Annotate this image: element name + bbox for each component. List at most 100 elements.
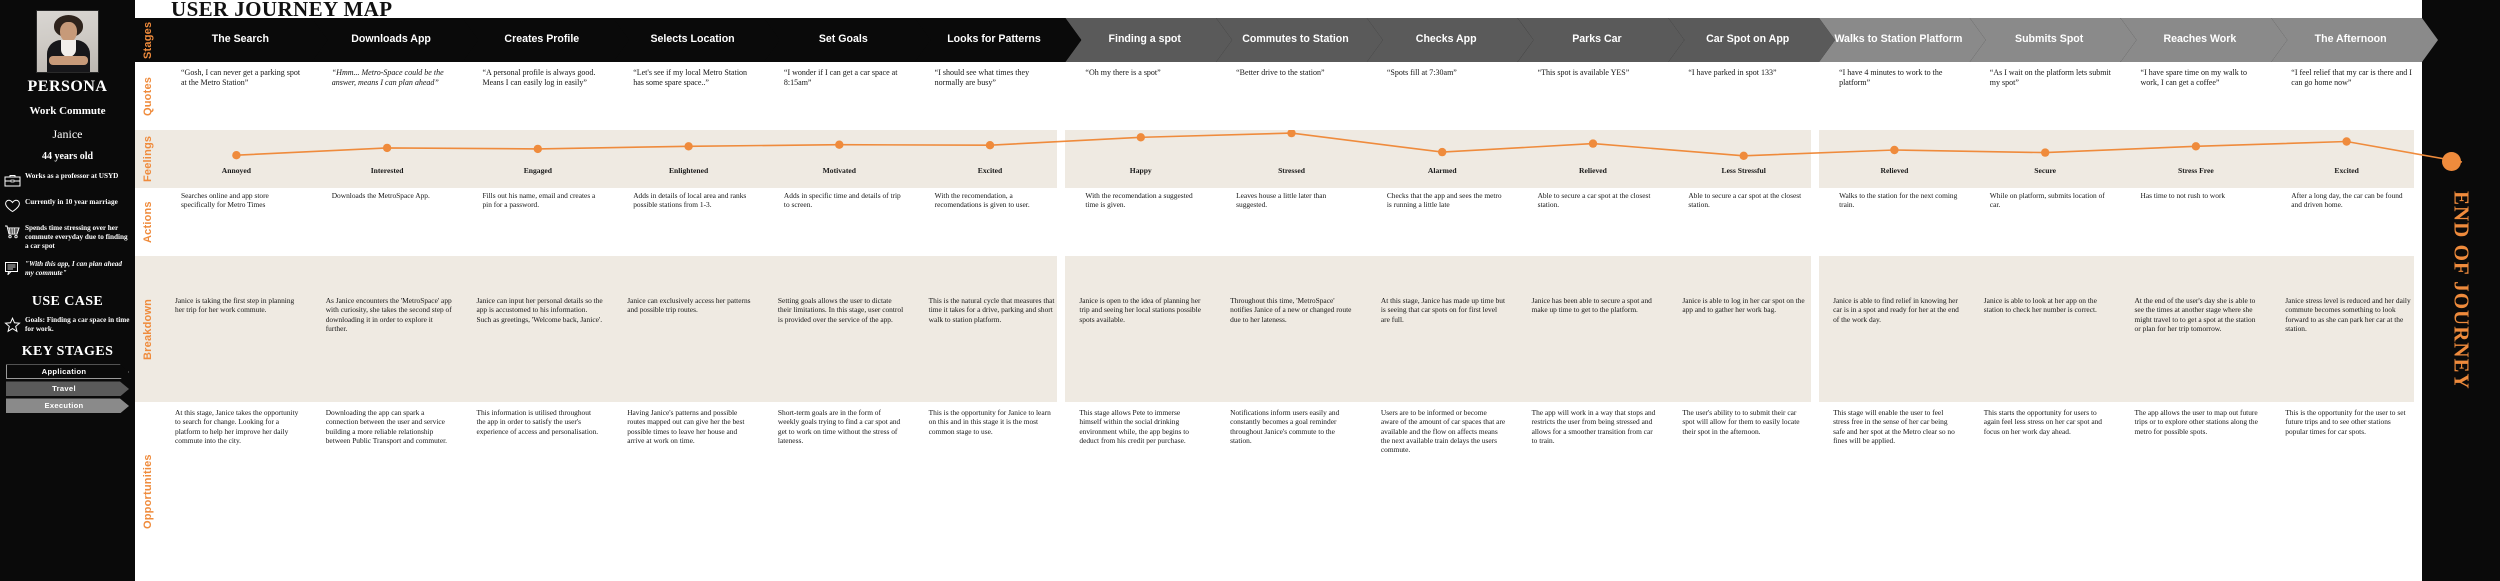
legend-item-application[interactable]: Application xyxy=(6,364,129,379)
end-of-journey-label: END OF JOURNEY xyxy=(2449,191,2474,390)
stage-label: Finding a spot xyxy=(1108,33,1181,46)
stage-chevron[interactable]: Selects Location xyxy=(613,18,780,62)
stage-chevron[interactable]: Downloads App xyxy=(312,18,479,62)
opportunity-cell: Notifications inform users easily and co… xyxy=(1230,408,1340,445)
use-case-text: Goals: Finding a car space in time for w… xyxy=(25,315,130,333)
stage-chevron[interactable]: Looks for Patterns xyxy=(915,18,1082,62)
breakdown-cell: Janice is open to the idea of planning h… xyxy=(1079,296,1201,324)
feelings-data-point[interactable] xyxy=(2342,137,2351,146)
feeling-label: Interested xyxy=(370,166,404,175)
cart-icon xyxy=(4,225,21,240)
breakdown-cell: This is the natural cycle that measures … xyxy=(928,296,1055,324)
stage-chevron[interactable]: Checks App xyxy=(1367,18,1534,62)
action-cell: With the recomendation, a recomendations… xyxy=(934,191,1030,210)
quotes-row: “Gosh, I can never get a parking spot at… xyxy=(161,62,2422,130)
feeling-label: Stress Free xyxy=(2178,166,2214,175)
feelings-data-point[interactable] xyxy=(1588,139,1598,148)
action-cell: Leaves house a little later than suggest… xyxy=(1236,191,1327,210)
breakdown-cell: Janice is able to log in her car spot on… xyxy=(1682,296,1805,315)
feelings-data-point[interactable] xyxy=(1890,145,1899,155)
stage-chevron[interactable]: Set Goals xyxy=(764,18,931,62)
opportunity-cell: The app will work in a way that stops an… xyxy=(1531,408,1656,445)
stage-label: Checks App xyxy=(1415,33,1477,46)
feelings-line-chart xyxy=(232,130,2463,163)
feelings-data-point[interactable] xyxy=(835,140,844,149)
breakdown-cell: At this stage, Janice has made up time b… xyxy=(1380,296,1506,324)
opportunity-cell: Having Janice's patterns and possible ro… xyxy=(627,408,745,445)
stage-chevron[interactable]: Creates Profile xyxy=(462,18,629,62)
group-band xyxy=(161,130,1058,188)
legend-item-travel[interactable]: Travel xyxy=(6,381,129,396)
page-title: USER JOURNEY MAP xyxy=(171,0,393,21)
persona-fact: Spends time stressing over her commute e… xyxy=(0,224,135,250)
stage-chevron[interactable]: Commutes to Station xyxy=(1216,18,1383,62)
feelings-data-point[interactable] xyxy=(2041,148,2050,157)
breakdown-cell: Janice is able to find relief in knowing… xyxy=(1833,296,1959,324)
feelings-data-point[interactable] xyxy=(985,141,995,150)
feelings-data-point[interactable] xyxy=(382,143,392,153)
feeling-label: Relieved xyxy=(1880,166,1909,175)
persona-fact-text: Spends time stressing over her commute e… xyxy=(25,224,128,250)
speech-note-icon xyxy=(4,261,21,276)
group-band xyxy=(1819,256,2414,402)
stage-chevron[interactable]: Walks to Station Platform xyxy=(1819,18,1986,62)
opportunity-cell: The user's ability to to submit their ca… xyxy=(1682,408,1800,436)
opportunity-cell: This stage will enable the user to feel … xyxy=(1833,408,1955,445)
legend-label: Execution xyxy=(44,401,84,411)
row-label-quotes: Quotes xyxy=(142,76,154,116)
feelings-data-point[interactable] xyxy=(1438,147,1447,157)
persona-fact: Works as a professor at USYD xyxy=(0,172,135,188)
stage-chevron[interactable]: Reaches Work xyxy=(2121,18,2288,62)
opportunity-cell: The app allows the user to map out futur… xyxy=(2134,408,2258,436)
action-cell: Downloads the MetroSpace App. xyxy=(331,191,430,200)
action-cell: Adds in specific time and details of tri… xyxy=(783,191,901,210)
stage-label: Submits Spot xyxy=(2015,33,2084,46)
quote-cell: “I have spare time on my walk to work, I… xyxy=(2140,68,2247,87)
breakdown-cell: Janice can input her personal details so… xyxy=(476,296,603,324)
breakdown-cell: At the end of the user's day she is able… xyxy=(2134,296,2256,333)
opportunity-cell: This information is utilised throughout … xyxy=(476,408,599,436)
breakdown-row: Janice is taking the first step in plann… xyxy=(161,256,2422,402)
opportunity-cell: This is the opportunity for Janice to le… xyxy=(928,408,1051,436)
breakdown-cell: Setting goals allows the user to dictate… xyxy=(777,296,904,324)
stage-chevron[interactable]: The Search xyxy=(161,18,328,62)
opportunity-cell: This stage allows Pete to immerse himsel… xyxy=(1079,408,1189,445)
persona-age: 44 years old xyxy=(41,151,94,162)
persona-subtitle: Work Commute xyxy=(29,105,106,117)
stage-chevron[interactable]: Parks Car xyxy=(1518,18,1685,62)
stage-chevron[interactable]: Car Spot on App xyxy=(1668,18,1835,62)
feelings-data-point[interactable] xyxy=(1739,151,1748,160)
persona-fact-text: Currently in 10 year marriage xyxy=(25,198,118,206)
legend-item-execution[interactable]: Execution xyxy=(6,398,129,413)
journey-grid: USER JOURNEY MAP The Search Downloads App… xyxy=(161,0,2463,581)
quote-cell: “Let's see if my local Metro Station has… xyxy=(633,68,748,87)
feelings-data-point[interactable] xyxy=(1136,133,1145,142)
feeling-label: Excited xyxy=(2334,166,2359,175)
feelings-data-point[interactable] xyxy=(1287,130,1296,138)
stage-label: Reaches Work xyxy=(2163,33,2237,46)
action-cell: Adds in details of local area and ranks … xyxy=(633,191,747,210)
action-cell: Able to secure a car spot at the closest… xyxy=(1537,191,1651,210)
feeling-label: Motivated xyxy=(822,166,856,175)
feelings-data-point[interactable] xyxy=(684,142,693,151)
stage-chevron[interactable]: Submits Spot xyxy=(1970,18,2137,62)
action-cell: Fills out his name, email and creates a … xyxy=(482,191,596,210)
feeling-label: Enlightened xyxy=(668,166,709,175)
persona-sidebar: PERSONA Work Commute Janice 44 years old… xyxy=(0,0,135,581)
feeling-label: Excited xyxy=(977,166,1003,175)
stage-chevron[interactable]: The Afternoon xyxy=(2271,18,2438,62)
breakdown-cell: Janice is able to look at her app on the… xyxy=(1983,296,2097,315)
feelings-data-point[interactable] xyxy=(2191,142,2201,151)
stage-label: Downloads App xyxy=(351,33,431,46)
persona-heading: PERSONA xyxy=(27,78,108,95)
title-bar: USER JOURNEY MAP xyxy=(161,0,2422,21)
breakdown-cell: Janice has been able to secure a spot an… xyxy=(1531,296,1652,315)
feelings-data-point[interactable] xyxy=(533,144,542,154)
stage-chevron[interactable]: Finding a spot xyxy=(1065,18,1232,62)
feeling-label: Annoyed xyxy=(221,166,251,175)
feelings-data-point[interactable] xyxy=(232,151,241,160)
use-case-fact: Goals: Finding a car space in time for w… xyxy=(0,316,135,334)
